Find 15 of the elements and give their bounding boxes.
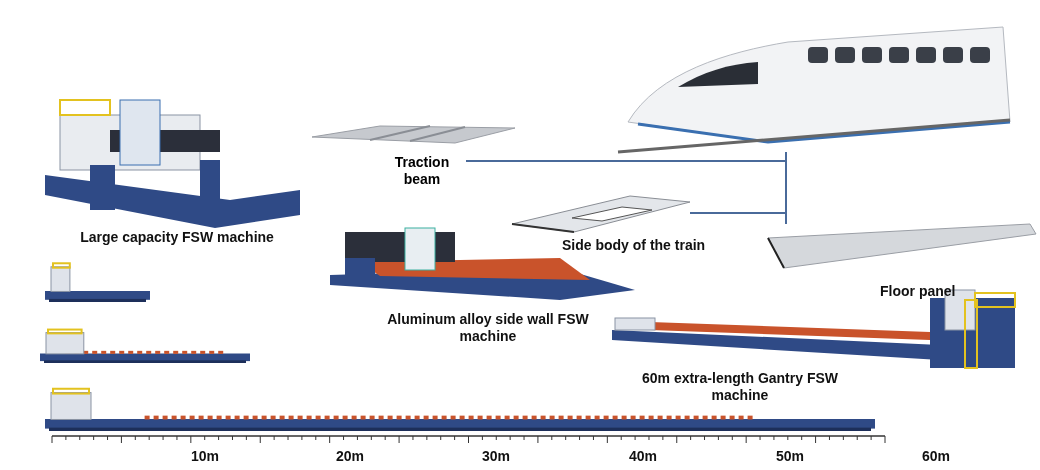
connector-line (785, 151, 787, 225)
part-name: Traction beam (378, 154, 466, 190)
scale-label: 60m (921, 448, 951, 465)
scale-label: 10m (190, 448, 220, 465)
part-label: Floor panel (880, 283, 956, 300)
machine-caption: Aluminum alloy side wall FSW machine (386, 311, 590, 345)
scale-label: 40m (628, 448, 658, 465)
side-body-panel-picture (512, 194, 690, 234)
part-label: Side body of the train (562, 237, 706, 254)
floor-panel-picture (768, 224, 1036, 268)
machine-caption: Large capacity FSW machine (79, 229, 275, 246)
scale-label: 50m (775, 448, 805, 465)
scale-label: 30m (481, 448, 511, 465)
machine-caption: 60m extra-length Gantry FSW machine (640, 370, 839, 404)
scale-label: 20m (335, 448, 365, 465)
